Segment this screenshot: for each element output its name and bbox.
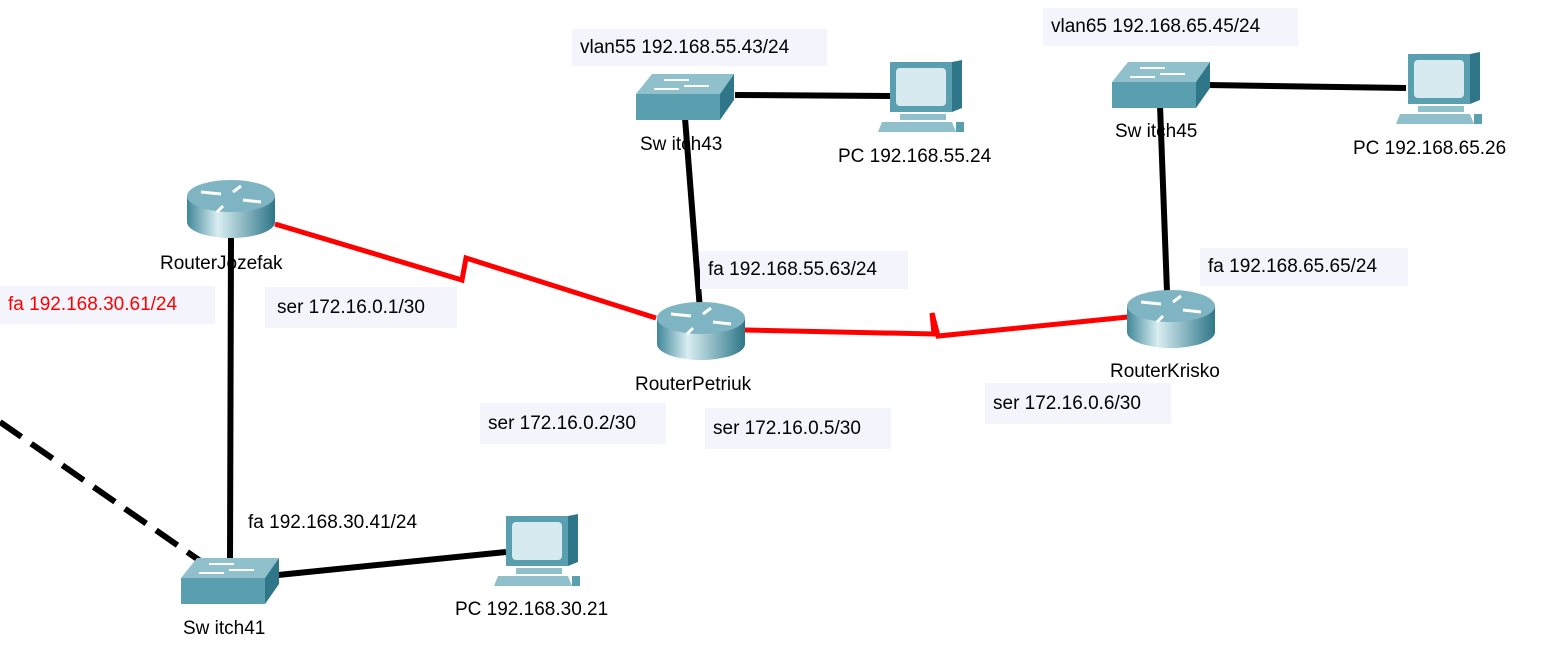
switch-icon[interactable] (179, 556, 281, 606)
link-switch45-pc65[interactable] (1207, 82, 1407, 91)
pc-icon[interactable] (878, 60, 968, 136)
note-krisko-ser: ser 172.16.0.6/30 (985, 383, 1171, 424)
note-petriuk-fa: fa 192.168.55.63/24 (700, 251, 908, 289)
router-krisko-label: RouterKrisko (1110, 361, 1220, 382)
switch45-label: Sw itch45 (1115, 121, 1198, 142)
note-petriuk-ser1: ser 172.16.0.2/30 (480, 403, 666, 444)
router-jozefak-label: RouterJozefak (160, 253, 283, 274)
note-switch41-fa: fa 192.168.30.41/24 (248, 512, 418, 533)
serial-link-jozefak-petriuk[interactable] (274, 221, 657, 321)
router-icon[interactable] (1125, 288, 1217, 350)
pc-icon[interactable] (1396, 52, 1486, 128)
switch-icon[interactable] (1110, 60, 1212, 110)
pc30-label: PC 192.168.30.21 (455, 599, 609, 620)
link-dashed-external[interactable] (0, 419, 208, 568)
link-switch41-pc30[interactable] (277, 549, 507, 578)
link-switch43-pc55[interactable] (734, 92, 893, 99)
router-icon[interactable] (185, 178, 277, 240)
router-petriuk-label: RouterPetriuk (635, 374, 752, 395)
note-vlan65: vlan65 192.168.65.45/24 (1043, 8, 1298, 46)
serial-link-petriuk-krisko[interactable] (744, 312, 1129, 339)
pc55-label: PC 192.168.55.24 (838, 146, 992, 167)
note-jozefak-ser: ser 172.16.0.1/30 (265, 287, 457, 328)
note-krisko-fa: fa 192.168.65.65/24 (1200, 248, 1408, 286)
link-switch43-petriuk[interactable] (682, 117, 703, 311)
router-icon[interactable] (655, 300, 747, 362)
pc-icon[interactable] (494, 514, 584, 590)
pc65-label: PC 192.168.65.26 (1353, 138, 1507, 159)
note-jozefak-fa: fa 192.168.30.61/24 (0, 286, 215, 324)
note-petriuk-ser2: ser 172.16.0.5/30 (705, 408, 891, 449)
link-jozefak-switch41[interactable] (227, 237, 234, 563)
switch41-label: Sw itch41 (183, 618, 266, 639)
note-vlan55: vlan55 192.168.55.43/24 (572, 29, 827, 66)
link-switch45-krisko[interactable] (1157, 104, 1170, 293)
switch43-label: Sw itch43 (640, 134, 723, 155)
switch-icon[interactable] (634, 72, 736, 122)
